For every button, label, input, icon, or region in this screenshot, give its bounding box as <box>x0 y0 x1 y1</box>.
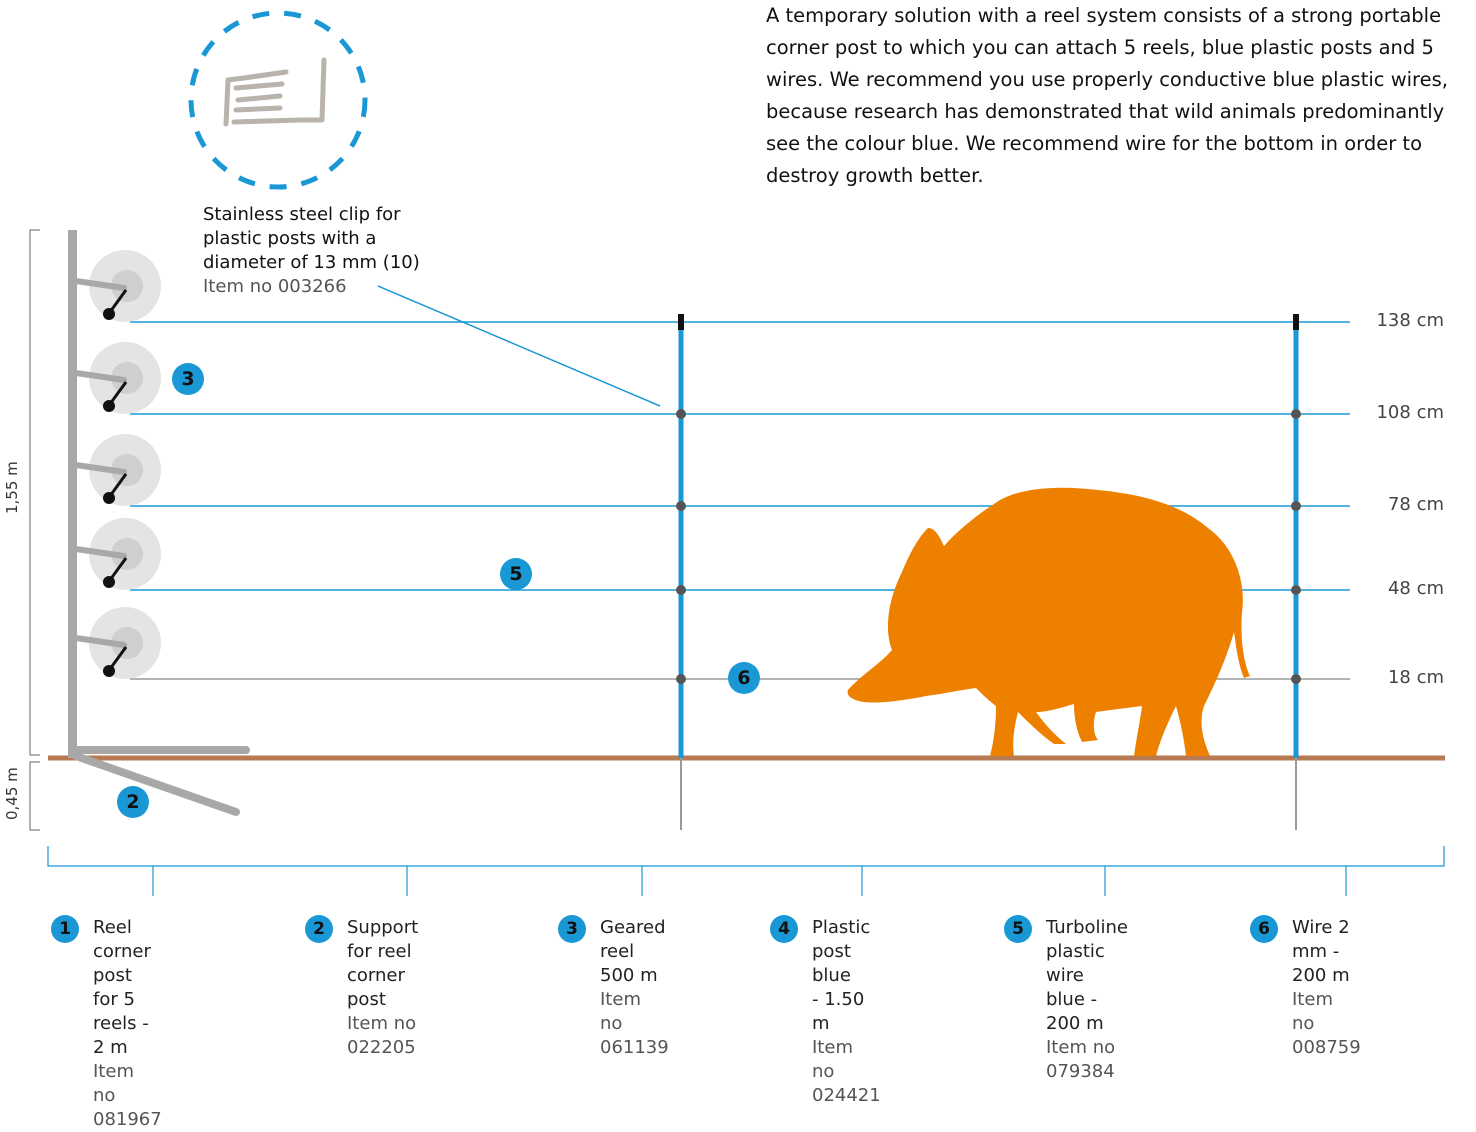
legend-item-number-3-line-1: Item no <box>600 989 641 1034</box>
height-bracket-above <box>29 229 40 756</box>
reel-3 <box>73 434 161 506</box>
height-label-18: 18 cm <box>1387 667 1444 688</box>
badge-turboline-wire: 5 <box>500 558 532 590</box>
legend-badge-1: 1 <box>51 915 79 943</box>
legend-badge-5: 5 <box>1004 915 1032 943</box>
legend-item-number-4: Item no 024421 <box>812 1037 881 1106</box>
clip-label: Stainless steel clip for plastic posts w… <box>203 203 463 299</box>
height-label-108: 108 cm <box>1376 402 1444 423</box>
legend-name-5-line-1: Turboline plastic <box>1046 917 1128 962</box>
legend-text-4: Plastic post blue - 1.50 m Item no 02442… <box>812 916 881 1108</box>
legend-item-number-2: Item no 022205 <box>347 1013 417 1058</box>
plastic-post-1 <box>676 314 686 830</box>
wild-boar-silhouette <box>847 487 1250 756</box>
reels <box>73 250 161 679</box>
diagram-graphics <box>29 10 1445 896</box>
support-strut <box>72 752 240 816</box>
badge-support: 2 <box>117 786 149 818</box>
legend-badge-6: 6 <box>1250 915 1278 943</box>
legend-name-3-line-1: Geared reel <box>600 917 666 962</box>
legend-name-2-line-2: corner post <box>347 965 405 1010</box>
reel-5 <box>73 607 161 679</box>
legend-name-1-line-3: 2 m <box>93 1037 128 1058</box>
legend-item-number-3-line-2: 061139 <box>600 1037 669 1058</box>
legend-name-2-line-1: Support for reel <box>347 917 419 962</box>
corner-post <box>68 230 77 758</box>
legend-badge-2: 2 <box>305 915 333 943</box>
legend-name-4-line-2: - 1.50 m <box>812 989 865 1034</box>
height-label-78: 78 cm <box>1387 494 1444 515</box>
clip-callout-circle <box>188 10 368 190</box>
clip-item-number: Item no 003266 <box>203 276 347 297</box>
legend-name-1-line-2: for 5 reels - <box>93 989 149 1034</box>
reel-2 <box>73 342 161 414</box>
height-bracket-below <box>29 761 40 831</box>
legend-name-6-line-1: Wire 2 mm - <box>1292 917 1350 962</box>
legend-text-1: Reel corner post for 5 reels - 2 m Item … <box>93 916 162 1132</box>
height-label-138: 138 cm <box>1376 310 1444 331</box>
legend-name-4-line-1: Plastic post blue <box>812 917 871 986</box>
reel-1 <box>73 250 161 322</box>
height-label-48: 48 cm <box>1387 578 1444 599</box>
reel-4 <box>73 518 161 590</box>
legend-item-number-6: Item no 008759 <box>1292 989 1361 1058</box>
legend-item-number-1: Item no 081967 <box>93 1061 162 1130</box>
legend-name-5-line-2: wire blue - 200 m <box>1046 965 1104 1034</box>
above-ground-dimension: 1,55 m <box>3 461 21 514</box>
badge-geared-reel: 3 <box>172 363 204 395</box>
legend-name-1-line-1: Reel corner post <box>93 917 151 986</box>
legend-text-5: Turboline plastic wire blue - 200 m Item… <box>1046 916 1128 1084</box>
legend-item-number-5: Item no 079384 <box>1046 1037 1116 1082</box>
legend-name-6-line-2: 200 m <box>1292 965 1350 986</box>
clip-label-line-3: diameter of 13 mm (10) <box>203 252 420 273</box>
clip-label-line-1: Stainless steel clip for <box>203 204 401 225</box>
legend-name-3-line-2: 500 m <box>600 965 658 986</box>
fence-diagram: A temporary solution with a reel system … <box>3 4 1449 1130</box>
clip-callout-line <box>377 285 661 407</box>
legend-badge-4: 4 <box>770 915 798 943</box>
intro-paragraph: A temporary solution with a reel system … <box>766 4 1449 187</box>
legend-text-6: Wire 2 mm - 200 m Item no 008759 <box>1292 916 1361 1060</box>
steel-clip-icon <box>223 57 327 127</box>
clip-label-line-2: plastic posts with a <box>203 228 377 249</box>
legend-badge-3: 3 <box>558 915 586 943</box>
badge-wire: 6 <box>728 662 760 694</box>
legend-text-2: Support for reel corner post Item no 022… <box>347 916 418 1060</box>
legend-text-3: Geared reel 500 m Item no 061139 <box>600 916 669 1060</box>
plastic-post-2 <box>1291 314 1301 830</box>
below-ground-dimension: 0,45 m <box>3 767 21 820</box>
legend-bracket <box>47 846 1445 896</box>
